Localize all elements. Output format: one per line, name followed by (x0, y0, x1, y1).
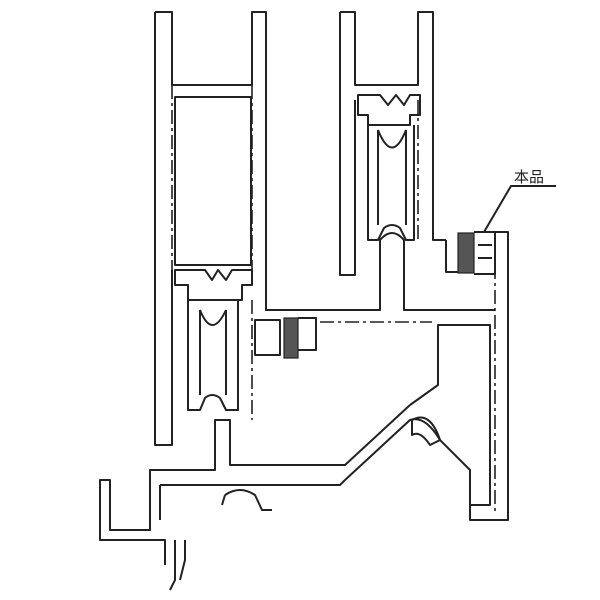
right-sash (339, 11, 446, 276)
part-label: 本品 (514, 168, 545, 186)
left-sash (154, 11, 290, 446)
seal-upper-product (445, 231, 496, 275)
label-leader-line (483, 185, 556, 233)
seal-lower (254, 317, 317, 359)
main-frame (99, 231, 509, 591)
